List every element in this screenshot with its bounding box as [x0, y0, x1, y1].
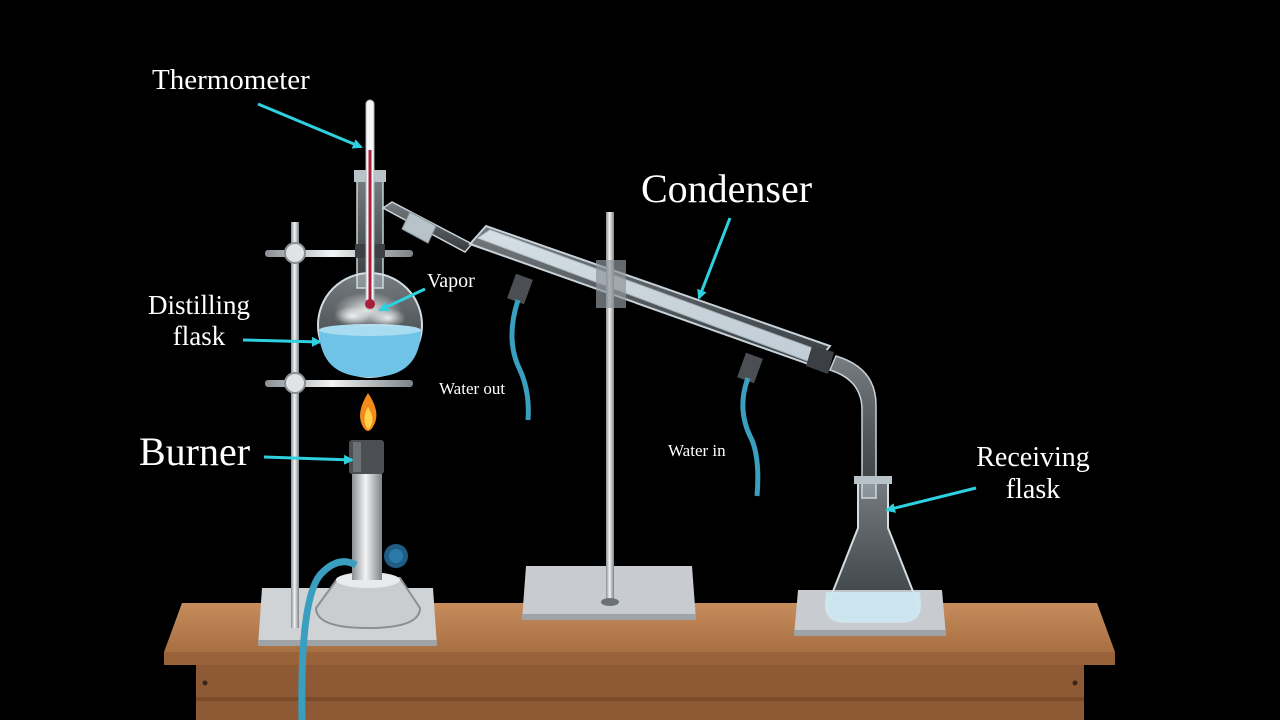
burner-arrow — [263, 454, 354, 465]
water-in-label: Water in — [668, 441, 726, 460]
receiving-flask — [794, 476, 946, 636]
distilling-flask-arrow — [242, 336, 322, 347]
thermometer — [365, 99, 375, 311]
bunsen-burner — [298, 393, 422, 720]
condenser-label: Condenser — [641, 166, 813, 211]
vapor-arrow — [378, 287, 426, 312]
distilling-flask-label: Distilling flask — [140, 290, 258, 352]
condenser — [381, 201, 877, 499]
thermometer-label: Thermometer — [152, 64, 310, 96]
receiving-flask-label: Receiving flask — [963, 442, 1103, 506]
receiving-flask-label-line-2: flask — [1005, 474, 1061, 506]
distilling-flask-label-line-1: Distilling — [147, 290, 250, 320]
burner-label: Burner — [139, 429, 251, 474]
vapor-label: Vapor — [427, 270, 475, 292]
receiving-flask-arrow — [885, 486, 977, 513]
water-out-label: Water out — [439, 379, 506, 398]
middle-stand — [522, 212, 696, 620]
condenser-arrow — [697, 217, 732, 300]
thermometer-arrow — [257, 102, 363, 149]
distilling-flask-label-line-2: flask — [172, 321, 226, 352]
receiving-flask-label-line-1: Receiving — [976, 442, 1090, 473]
pointer-arrows — [242, 102, 977, 513]
